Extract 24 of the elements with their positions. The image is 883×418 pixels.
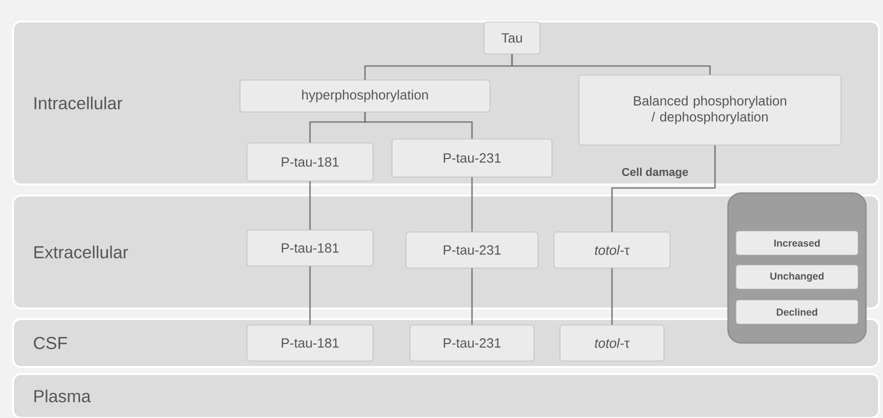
process-box: hyperphosphorylation bbox=[240, 80, 490, 112]
process-box: totol-τ bbox=[560, 324, 664, 362]
connector bbox=[309, 266, 311, 325]
process-box: Balanced phosphorylation / dephosphorylation bbox=[578, 74, 842, 146]
process-box: P-tau-231 bbox=[392, 138, 552, 178]
process-box: Tau bbox=[484, 22, 540, 54]
process-box: P-tau-231 bbox=[406, 232, 538, 268]
process-box: P-tau-231 bbox=[410, 324, 534, 362]
connector bbox=[611, 145, 716, 232]
legend-box: Declined bbox=[736, 300, 858, 324]
connector bbox=[309, 181, 311, 230]
edge-label: Cell damage bbox=[620, 166, 690, 180]
process-box: totol-τ bbox=[554, 232, 670, 268]
process-box: P-tau-181 bbox=[246, 142, 374, 182]
band-panel: Plasma bbox=[12, 373, 880, 418]
connector bbox=[364, 112, 473, 139]
legend-box: Unchanged bbox=[736, 264, 858, 290]
connector bbox=[611, 268, 613, 325]
process-box: P-tau-181 bbox=[246, 324, 374, 362]
connector bbox=[511, 54, 711, 75]
legend-box: Increased bbox=[736, 230, 858, 256]
process-box: P-tau-181 bbox=[246, 230, 374, 266]
connector bbox=[471, 268, 473, 325]
connector bbox=[471, 177, 473, 232]
